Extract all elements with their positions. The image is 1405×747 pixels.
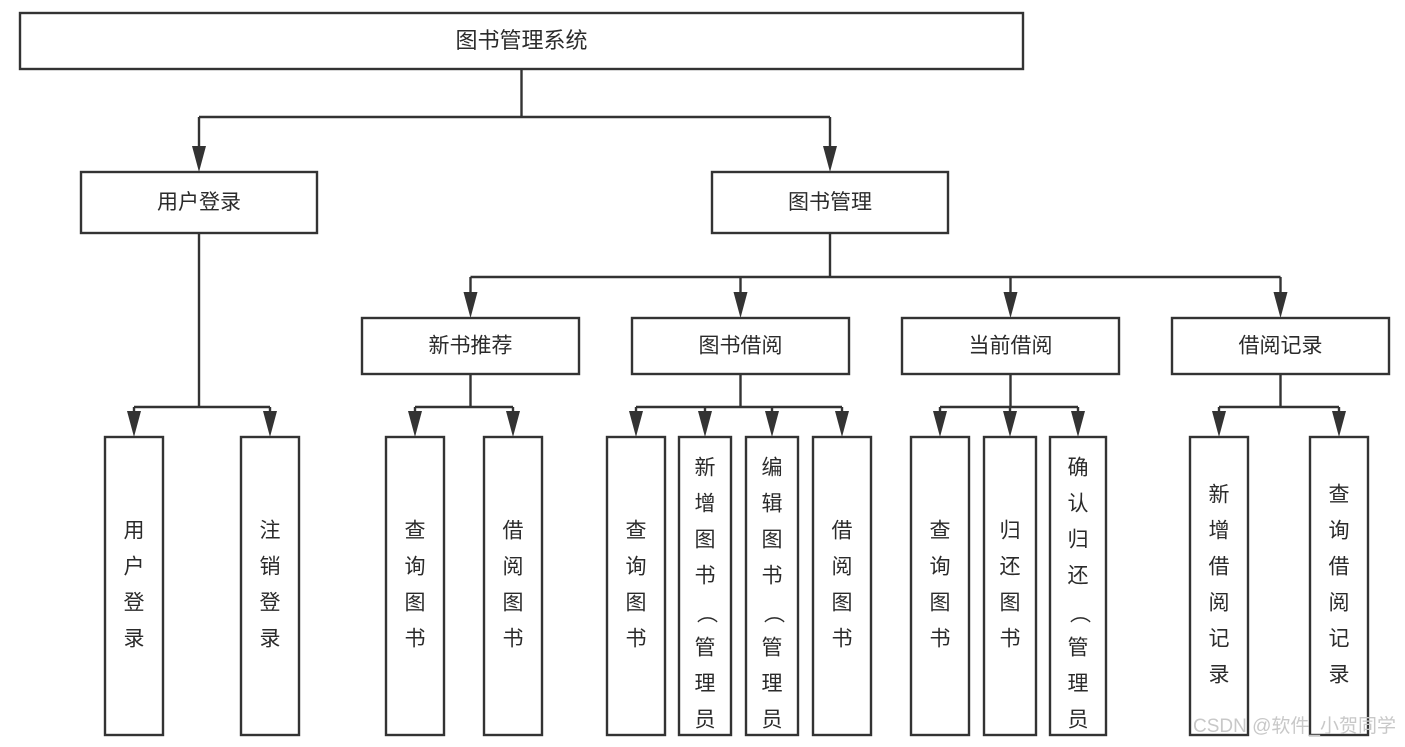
node-leaf-book_borrow-1-label-char: 书 (695, 565, 716, 588)
node-level3-1[interactable]: 图书借阅 (630, 316, 851, 376)
node-leaf-book_borrow-2-label-char: 辑 (762, 493, 783, 516)
node-leaf-book_borrow-2-label-char: 图 (762, 529, 783, 552)
node-leaf-new_book_recommend-0-label-char: 图 (405, 592, 426, 615)
node-leaf-user_login-1-label-char: 录 (260, 628, 281, 651)
node-leaf-book_borrow-2-label-char: （ (761, 603, 784, 624)
node-leaf-borrow_record-1-label-char: 查 (1329, 484, 1350, 507)
node-level3-2-label: 当前借阅 (969, 335, 1053, 358)
node-leaf-new_book_recommend-1-label-char: 图 (503, 592, 524, 615)
node-leaf-book_borrow-3-label-char: 书 (832, 628, 853, 651)
node-root-system-label: 图书管理系统 (455, 28, 587, 53)
node-level3-3-label: 借阅记录 (1239, 335, 1323, 358)
node-leaf-book_borrow-3-label-char: 阅 (832, 556, 853, 579)
node-leaf-new_book_recommend-0-label-char: 查 (405, 520, 426, 543)
node-leaf-current_borrow-0-label-char: 查 (930, 520, 951, 543)
node-level3-0-label: 新书推荐 (429, 335, 513, 358)
node-leaf-book_borrow-2-label-char: 书 (762, 565, 783, 588)
node-leaf-book_borrow-3-label-char: 图 (832, 592, 853, 615)
node-leaf-book_borrow-2-label-char: 理 (762, 673, 783, 696)
node-leaf-book_borrow-2-label-char: 编 (762, 457, 783, 480)
node-leaf-book_borrow-1-label-char: 新 (695, 457, 716, 480)
node-leaf-current_borrow-0-label-char: 书 (930, 628, 951, 651)
node-leaf-user_login-0-label-char: 用 (124, 520, 145, 543)
node-leaf-user_login-1-label-char: 注 (260, 520, 281, 543)
node-leaf-book_borrow-1-label-char: 图 (695, 529, 716, 552)
node-leaf-current_borrow-2-label-char: 员 (1068, 709, 1089, 732)
node-leaf-user_login-1-label-char: 登 (260, 592, 281, 615)
node-leaf-new_book_recommend-0-label-char: 询 (405, 556, 426, 579)
node-leaf-current_borrow-1-label-char: 图 (1000, 592, 1021, 615)
node-leaf-current_borrow-2-label-char: （ (1067, 603, 1090, 624)
node-leaf-new_book_recommend-1-label-char: 借 (503, 520, 524, 543)
node-leaf-new_book_recommend-0-label-char: 书 (405, 628, 426, 651)
node-leaf-current_borrow-1-label-char: 书 (1000, 628, 1021, 651)
node-leaf-book_borrow-2-label-char: 员 (762, 709, 783, 732)
node-level3-0[interactable]: 新书推荐 (360, 316, 581, 376)
node-leaf-current_borrow-2-label-char: 确 (1068, 457, 1089, 480)
node-level3-1-label: 图书借阅 (699, 335, 783, 358)
node-leaf-book_borrow-3-label-char: 借 (832, 520, 853, 543)
node-leaf-current_borrow-2-label-char: 理 (1068, 673, 1089, 696)
node-leaf-borrow_record-1-label-char: 借 (1329, 556, 1350, 579)
node-leaf-borrow_record-1-label-char: 记 (1329, 628, 1350, 651)
node-leaf-borrow_record-0-label-char: 录 (1209, 664, 1230, 687)
node-leaf-current_borrow-1-label-char: 归 (1000, 520, 1021, 543)
node-leaf-new_book_recommend-1-label-char: 书 (503, 628, 524, 651)
node-leaf-new_book_recommend-1-label-char: 阅 (503, 556, 524, 579)
node-leaf-current_borrow-1-label-char: 还 (1000, 556, 1021, 579)
node-leaf-current_borrow-2-label-char: 认 (1068, 493, 1089, 516)
node-level2-1-label: 图书管理 (788, 191, 872, 214)
node-leaf-current_borrow-0-label-char: 图 (930, 592, 951, 615)
node-leaf-borrow_record-0-label-char: 记 (1209, 628, 1230, 651)
node-leaf-user_login-0-label-char: 录 (124, 628, 145, 651)
node-leaf-borrow_record-0-label-char: 新 (1209, 484, 1230, 507)
node-leaf-book_borrow-1-label-char: （ (694, 603, 717, 624)
node-leaf-user_login-0-label-char: 户 (124, 556, 145, 579)
node-root-system[interactable]: 图书管理系统 (18, 11, 1025, 71)
node-leaf-borrow_record-0-label-char: 借 (1209, 556, 1230, 579)
node-leaf-book_borrow-0-label-char: 图 (626, 592, 647, 615)
node-leaf-book_borrow-1-label-char: 理 (695, 673, 716, 696)
nodes-layer: 图书管理系统用户登录图书管理新书推荐图书借阅当前借阅借阅记录用户登录注销登录查询… (18, 11, 1391, 747)
node-level2-1[interactable]: 图书管理 (710, 170, 950, 235)
node-leaf-borrow_record-1-label-char: 询 (1329, 520, 1350, 543)
node-leaf-user_login-0-label-char: 登 (124, 592, 145, 615)
node-level3-3[interactable]: 借阅记录 (1170, 316, 1391, 376)
node-leaf-user_login-1-label-char: 销 (260, 556, 281, 579)
node-leaf-borrow_record-1-label-char: 录 (1329, 664, 1350, 687)
node-leaf-current_borrow-0-label-char: 询 (930, 556, 951, 579)
connectors-layer (127, 69, 1346, 437)
node-leaf-borrow_record-0-label-char: 增 (1209, 520, 1230, 543)
node-leaf-book_borrow-0-label-char: 询 (626, 556, 647, 579)
node-level2-0[interactable]: 用户登录 (79, 170, 319, 235)
node-leaf-current_borrow-2-label-char: 管 (1068, 637, 1089, 660)
node-leaf-current_borrow-2-label-char: 还 (1068, 565, 1089, 588)
node-leaf-current_borrow-2-label-char: 归 (1068, 529, 1089, 552)
node-leaf-borrow_record-1-label-char: 阅 (1329, 592, 1350, 615)
node-leaf-user_login-0[interactable]: 用户登录 (103, 435, 165, 737)
node-leaf-borrow_record-0-label-char: 阅 (1209, 592, 1230, 615)
csdn-watermark: CSDN @软件_小贺同学 (1193, 715, 1396, 737)
node-leaf-book_borrow-1-label-char: 管 (695, 637, 716, 660)
node-leaf-book_borrow-1-label-char: 员 (695, 709, 716, 732)
node-leaf-book_borrow-1-label-char: 增 (695, 493, 716, 516)
node-leaf-book_borrow-2-label-char: 管 (762, 637, 783, 660)
node-level2-0-label: 用户登录 (157, 191, 241, 214)
node-level3-2[interactable]: 当前借阅 (900, 316, 1121, 376)
node-leaf-book_borrow-0-label-char: 查 (626, 520, 647, 543)
node-leaf-book_borrow-0-label-char: 书 (626, 628, 647, 651)
